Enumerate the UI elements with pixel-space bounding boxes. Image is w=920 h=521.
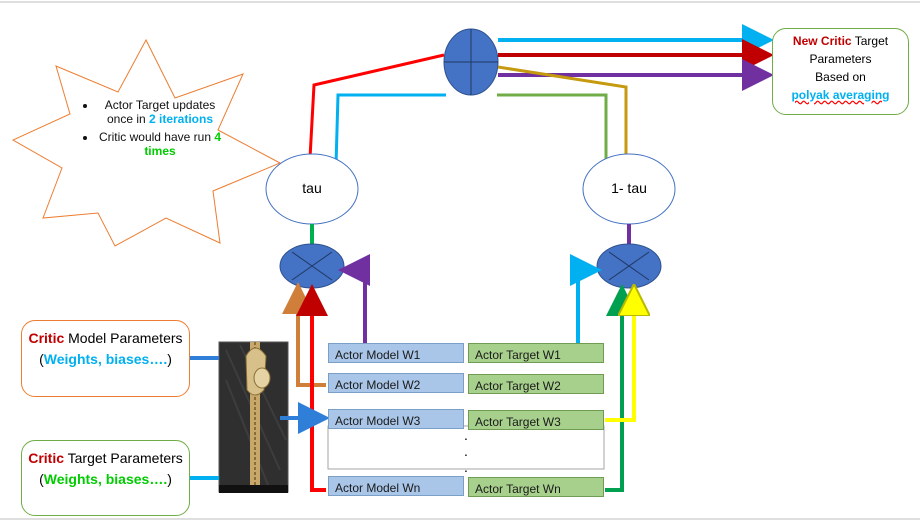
tau-red-link bbox=[308, 53, 445, 159]
critic-target-detail: (Weights, biases….) bbox=[22, 469, 189, 490]
tau-label: tau bbox=[302, 180, 322, 196]
critic-model-detail: (Weights, biases….) bbox=[22, 349, 189, 370]
critic-model-detail-text: Weights, biases…. bbox=[43, 351, 168, 367]
critic-model-paren-close: ) bbox=[167, 351, 172, 367]
actor-target-w2: Actor Target W2 bbox=[468, 374, 604, 394]
new-critic-method: polyak averaging bbox=[791, 88, 890, 102]
critic-target-paren-open: ( bbox=[39, 471, 44, 487]
feed-twn-to-right-mult bbox=[605, 284, 638, 492]
ellipsis-dot-3: . bbox=[464, 459, 468, 475]
star-burst-shape bbox=[11, 38, 282, 247]
critic-target-detail-text: Weights, biases…. bbox=[43, 471, 168, 487]
actor-target-w3: Actor Target W3 bbox=[468, 410, 604, 430]
actor-model-w2: Actor Model W2 bbox=[328, 373, 464, 393]
critic-target-title-red: Critic bbox=[28, 450, 64, 466]
star-bullet-1-text: Actor Target updates once in bbox=[104, 98, 216, 126]
new-critic-title-rest: Target Parameters bbox=[809, 34, 889, 66]
star-note: Actor Target updates once in 2 iteration… bbox=[83, 98, 223, 162]
multiplier-right-x2 bbox=[608, 251, 650, 281]
one-minus-tau-gold-link bbox=[497, 65, 628, 168]
new-critic-target-box: New Critic Target Parameters Based on po… bbox=[772, 28, 909, 115]
tau-blue-link bbox=[334, 93, 446, 166]
multiplier-left-x2 bbox=[291, 251, 333, 281]
star-bullet-2-number: 4 times bbox=[144, 130, 222, 158]
actor-target-wn: Actor Target Wn bbox=[468, 477, 604, 497]
feed-w2-to-left-mult bbox=[282, 282, 326, 387]
one-minus-tau-green-link bbox=[497, 93, 608, 160]
feed-tw1-to-right-mult bbox=[570, 254, 602, 344]
actor-model-wn: Actor Model Wn bbox=[328, 476, 464, 496]
ellipsis-dot-1: . bbox=[464, 427, 468, 443]
new-critic-based-on: Based on bbox=[815, 70, 866, 84]
actor-model-w1: Actor Model W1 bbox=[328, 343, 464, 363]
actor-target-w1: Actor Target W1 bbox=[468, 343, 604, 363]
critic-model-box: Critic Model Parameters (Weights, biases… bbox=[21, 320, 190, 397]
critic-model-title-red: Critic bbox=[28, 330, 65, 346]
feed-w1-to-left-mult bbox=[338, 254, 370, 344]
critic-model-title: Critic Model Parameters bbox=[22, 328, 189, 349]
critic-target-box: Critic Target Parameters (Weights, biase… bbox=[21, 440, 190, 516]
critic-target-title-rest: Target Parameters bbox=[64, 450, 183, 466]
feed-tw3-to-right-mult bbox=[605, 292, 634, 422]
star-bullet-2: Critic would have run 4 times bbox=[97, 130, 223, 158]
weights-group-box bbox=[327, 425, 605, 470]
critic-target-title: Critic Target Parameters bbox=[22, 448, 189, 469]
star-bullet-1-number: 2 iterations bbox=[149, 112, 214, 126]
actor-model-w3: Actor Model W3 bbox=[328, 409, 464, 429]
new-critic-title-red: New Critic bbox=[792, 34, 852, 48]
zipper-image bbox=[218, 341, 289, 493]
star-bullet-2-text: Critic would have run bbox=[98, 130, 215, 144]
new-critic-title: New Critic Target Parameters bbox=[773, 32, 908, 68]
feed-wn-to-left-mult bbox=[296, 284, 328, 492]
ellipsis-dot-2: . bbox=[464, 443, 468, 459]
one-minus-tau-label: 1- tau bbox=[611, 180, 647, 196]
star-bullet-1: Actor Target updates once in 2 iteration… bbox=[97, 98, 223, 126]
critic-model-title-rest: Model Parameters bbox=[64, 330, 183, 346]
critic-target-paren-close: ) bbox=[167, 471, 172, 487]
critic-model-paren-open: ( bbox=[39, 351, 44, 367]
